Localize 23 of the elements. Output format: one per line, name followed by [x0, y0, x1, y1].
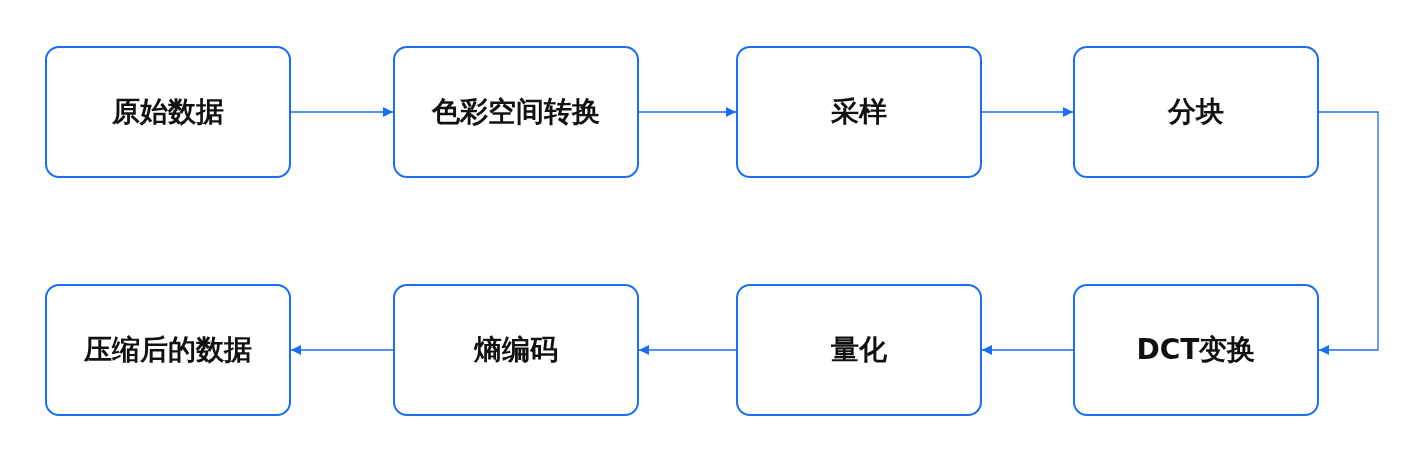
arrow — [290, 107, 394, 117]
process-box — [736, 284, 982, 416]
process-box — [393, 284, 639, 416]
arrow — [290, 345, 394, 355]
arrow — [1318, 111, 1379, 355]
step-label: DCT变换 — [1136, 332, 1256, 368]
process-box — [45, 284, 291, 416]
step-label: 熵编码 — [474, 332, 558, 368]
step-label: 色彩空间转换 — [432, 94, 600, 130]
process-box — [393, 46, 639, 178]
step-label: 压缩后的数据 — [84, 332, 252, 368]
process-box — [45, 46, 291, 178]
step-label: 采样 — [831, 94, 887, 130]
step-label: 量化 — [831, 332, 887, 368]
step-label: 原始数据 — [112, 94, 224, 130]
arrow — [981, 107, 1074, 117]
step-label: 分块 — [1168, 94, 1224, 130]
process-box — [1073, 46, 1319, 178]
process-box — [1073, 284, 1319, 416]
arrow — [638, 107, 737, 117]
process-box — [736, 46, 982, 178]
arrow — [638, 345, 737, 355]
arrow — [981, 345, 1074, 355]
